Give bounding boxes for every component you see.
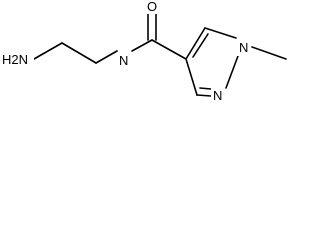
atom-ring-nitrogen-1: N	[239, 40, 248, 55]
bonds	[33, 12, 287, 97]
bond-carbonyl-c4	[151, 39, 187, 60]
bond-ch2-nh	[95, 50, 118, 64]
bond-c4-c5	[185, 27, 206, 60]
molecule-structure: H2N N O N N	[0, 0, 287, 104]
bond-ch2-ch2	[61, 42, 97, 64]
bond-amine-ch2	[33, 42, 63, 60]
bond-c3-c4	[185, 58, 198, 96]
atom-carbonyl-oxygen: O	[147, 0, 157, 14]
bond-n2-c3-1	[196, 94, 212, 97]
atom-amine: H2N	[2, 52, 28, 67]
bond-n2-c3-2	[199, 87, 212, 90]
bond-c4-c5-inner	[192, 33, 209, 58]
bond-n1-methyl	[251, 46, 287, 60]
bond-nh-carbonyl	[131, 39, 153, 52]
atom-amide-nitrogen: N	[119, 53, 128, 68]
atom-ring-nitrogen-2: N	[213, 88, 222, 103]
bond-n1-n2	[225, 55, 239, 89]
bond-c5-n1	[204, 27, 237, 39]
atom-labels: H2N N O N N	[0, 0, 251, 104]
